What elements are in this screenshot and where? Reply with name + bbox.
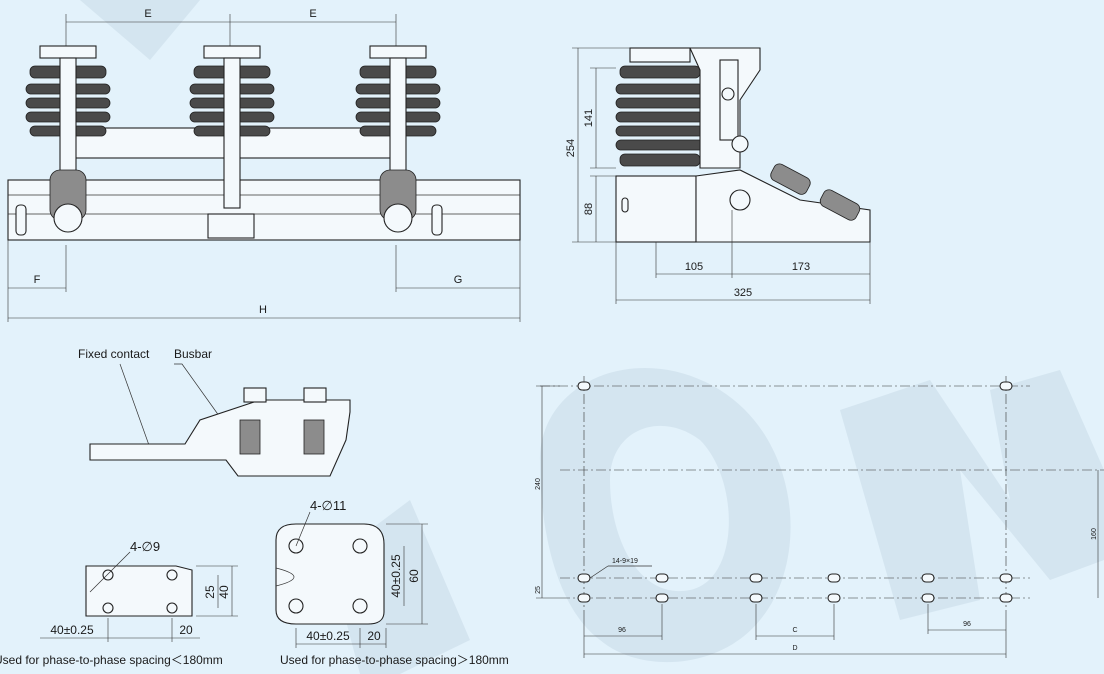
plan-d25: 25 (535, 586, 542, 594)
mounting-plan: 240 25 160 14-9×19 96 C 96 D (535, 376, 1104, 658)
dim-H: H (259, 304, 267, 316)
dim-88: 88 (583, 203, 595, 215)
contact-detail: Fixed contact Busbar (78, 347, 351, 477)
small-plate-d25: 25 (203, 585, 217, 599)
label-fixed-contact: Fixed contact (78, 347, 150, 361)
dim-F: F (34, 274, 41, 286)
plan-dC: C (792, 627, 797, 634)
plan-dD: D (792, 645, 797, 652)
large-plate-d40tol: 40±0.25 (306, 629, 350, 643)
dim-E-right: E (309, 8, 316, 20)
plan-d96b: 96 (963, 621, 971, 628)
dim-254: 254 (565, 139, 577, 157)
side-view: 254 141 88 105 173 325 (565, 47, 871, 304)
small-plate-caption: Used for phase-to-phase spacing＜180mm (0, 653, 223, 667)
dim-E-left: E (144, 8, 151, 20)
plan-d160: 160 (1091, 528, 1098, 540)
watermark (80, 0, 1104, 674)
front-view: E E (7, 8, 521, 322)
large-plate-detail: 4-∅11 40±0.25 60 40±0.25 20 Used for pha… (275, 498, 509, 667)
dim-141: 141 (583, 109, 595, 127)
label-busbar: Busbar (174, 347, 212, 361)
small-plate-detail: 4-∅9 25 40 40±0.25 20 Used for phase-to-… (0, 539, 238, 667)
large-plate-holes: 4-∅11 (310, 498, 346, 513)
dim-173: 173 (792, 261, 810, 273)
insulator-right (355, 45, 441, 233)
small-plate-d40tol: 40±0.25 (50, 623, 94, 637)
small-plate-holes: 4-∅9 (130, 539, 160, 554)
insulator-middle (189, 45, 275, 239)
large-plate-caption: Used for phase-to-phase spacing＞180mm (280, 653, 509, 667)
large-plate-d60: 60 (407, 569, 421, 583)
dim-G: G (454, 274, 463, 286)
large-plate-d40tol-v: 40±0.25 (389, 554, 403, 598)
large-plate-d20: 20 (367, 629, 381, 643)
plan-d240: 240 (535, 478, 542, 490)
plan-slot: 14-9×19 (612, 558, 638, 565)
small-plate-d20: 20 (179, 623, 193, 637)
plan-d96a: 96 (618, 627, 626, 634)
dim-105: 105 (685, 261, 703, 273)
insulator-left (25, 45, 111, 233)
small-plate-d40: 40 (217, 585, 231, 599)
dim-325: 325 (734, 287, 752, 299)
